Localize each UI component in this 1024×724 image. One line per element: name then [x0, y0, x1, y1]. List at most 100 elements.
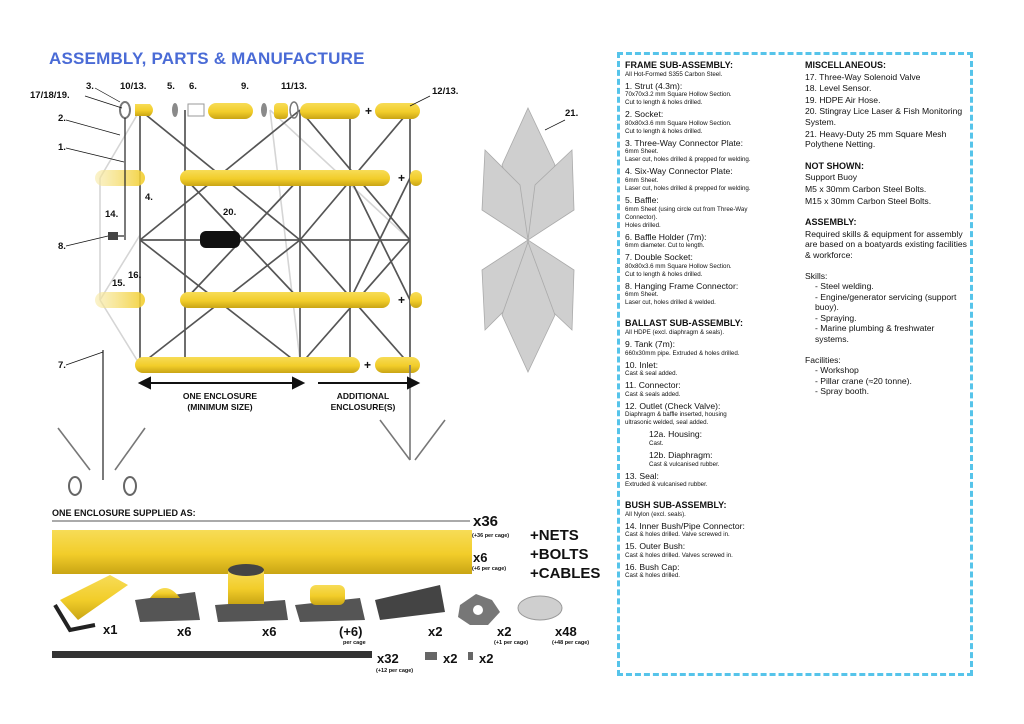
- extra-nets: +NETS: [530, 527, 579, 544]
- part-name: 12. Outlet (Check Valve):: [625, 400, 721, 411]
- part-detail: Diaphragm & baffle inserted, housing ult…: [625, 411, 727, 427]
- supplied-title: ONE ENCLOSURE SUPPLIED AS:: [52, 508, 196, 518]
- part-detail: 660x30mm pipe. Extruded & holes drilled.: [625, 349, 740, 357]
- qty-x36: x36: [473, 513, 499, 530]
- not-shown-heading: NOT SHOWN:: [805, 160, 864, 171]
- part-item: 10. Inlet:Cast & seal added.: [625, 360, 800, 379]
- part-name: 5. Baffle:: [625, 194, 659, 205]
- part-item: 6. Baffle Holder (7m):6mm diameter. Cut …: [625, 232, 800, 251]
- part-detail: Cast & holes drilled. Valve screwed in.: [625, 531, 730, 539]
- facilities-list: WorkshopPillar crane (≈20 tonne).Spray b…: [805, 365, 968, 397]
- part-detail: Cast & holes drilled. Valves screwed in.: [625, 551, 733, 559]
- callout-3: 3.: [86, 81, 94, 92]
- skill-item: Spraying.: [815, 313, 968, 324]
- skills-list: Steel welding.Engine/generator servicing…: [805, 281, 968, 345]
- qty-plus6-sub: per cage: [343, 640, 366, 646]
- part-item: 3. Three-Way Connector Plate:6mm Sheet. …: [625, 138, 800, 165]
- part-item: 16. Bush Cap:Cast & holes drilled.: [625, 562, 800, 581]
- qty-x48: x48: [555, 624, 577, 639]
- misc-line: 18. Level Sensor.: [805, 83, 872, 94]
- not-shown-line: M5 x 30mm Carbon Steel Bolts.: [805, 183, 927, 194]
- part-name: 1. Strut (4.3m):: [625, 80, 683, 91]
- callout-7: 7.: [58, 360, 66, 371]
- qty-x2-gear-sub: (+1 per cage): [494, 640, 529, 646]
- part-item: 12b. Diaphragm:Cast & vulcanised rubber.: [625, 450, 800, 469]
- supplied-components: [53, 564, 563, 633]
- parts-panel: [617, 52, 973, 676]
- part-detail: 6mm Sheet. Laser cut, holes drilled & we…: [625, 291, 716, 307]
- part-name: 15. Outer Bush:: [625, 541, 686, 552]
- part-name: 2. Socket:: [625, 109, 664, 120]
- leader-lines: [65, 87, 566, 366]
- misc-line: 20. Stingray Lice Laser & Fish Monitorin…: [805, 106, 963, 127]
- part-name: 12a. Housing:: [649, 429, 703, 440]
- callout-9: 9.: [241, 81, 249, 92]
- part-name: 6. Baffle Holder (7m):: [625, 231, 707, 242]
- misc-line: 19. HDPE Air Hose.: [805, 94, 881, 105]
- bottom-struts: [57, 365, 446, 471]
- part-name: 16. Bush Cap:: [625, 561, 680, 572]
- qty-x36-sub: (+36 per cage): [472, 533, 510, 539]
- not-shown-line: Support Buoy: [805, 172, 858, 183]
- misc-line: 21. Heavy-Duty 25 mm Square Mesh Polythe…: [805, 128, 947, 150]
- callout-4: 4.: [145, 192, 153, 203]
- callout-15: 15.: [112, 278, 126, 289]
- part-item: 2. Socket:80x80x3.6 mm Square Hollow Sec…: [625, 109, 800, 136]
- skill-item: Engine/generator servicing (support buoy…: [815, 292, 968, 313]
- part-detail: Extruded & vulcanised rubber.: [625, 481, 708, 489]
- facility-item: Spray booth.: [815, 386, 968, 397]
- extra-bolts: +BOLTS: [530, 546, 589, 563]
- caption-additional-enclosures: ADDITIONAL ENCLOSURE(S): [330, 391, 396, 412]
- skill-item: Steel welding.: [815, 281, 968, 292]
- assembly-heading: ASSEMBLY:: [805, 217, 857, 228]
- callout-8: 8.: [58, 241, 66, 252]
- bush-heading: BUSH SUB-ASSEMBLY:: [625, 500, 727, 511]
- part-detail: Cast.: [649, 439, 664, 447]
- part-name: 7. Double Socket:: [625, 252, 693, 263]
- part-item: 1. Strut (4.3m):70x70x3.2 mm Square Holl…: [625, 81, 800, 108]
- callout-1: 1.: [58, 142, 66, 153]
- part-name: 11. Connector:: [625, 380, 681, 391]
- qty-x32-sub: (+12 per cage): [376, 668, 414, 674]
- assembly-intro: Required skills & equipment for assembly…: [805, 228, 967, 260]
- page-title: ASSEMBLY, PARTS & MANUFACTURE: [49, 49, 365, 68]
- part-name: 9. Tank (7m):: [625, 338, 675, 349]
- part-item: 4. Six-Way Connector Plate:6mm Sheet. La…: [625, 166, 800, 193]
- part-name: 4. Six-Way Connector Plate:: [625, 166, 733, 177]
- dimension-arrows: [137, 376, 421, 390]
- supplied-tank: [52, 530, 472, 574]
- part-name: 12b. Diaphragm:: [649, 449, 713, 460]
- part-name: 14. Inner Bush/Pipe Connector:: [625, 520, 745, 531]
- qty-x48-sub: (+48 per cage): [552, 640, 590, 646]
- skill-item: Marine plumbing & freshwater systems.: [815, 323, 968, 344]
- part-detail: 6mm Sheet. Laser cut, holes drilled & pr…: [625, 176, 751, 192]
- callout-20: 20.: [223, 207, 237, 218]
- part-item: 12a. Housing:Cast.: [625, 429, 800, 448]
- parts-column-right: MISCELLANEOUS:17. Three-Way Solenoid Val…: [805, 60, 968, 397]
- callout-14: 14.: [105, 209, 119, 220]
- qty-x1: x1: [103, 622, 118, 637]
- facility-item: Workshop: [815, 365, 968, 376]
- part-item: 8. Hanging Frame Connector:6mm Sheet. La…: [625, 281, 800, 308]
- part-item: 7. Double Socket:80x80x3.6 mm Square Hol…: [625, 252, 800, 279]
- part-name: 8. Hanging Frame Connector:: [625, 280, 739, 291]
- extra-cables: +CABLES: [530, 565, 601, 582]
- part-detail: Cast & vulcanised rubber.: [649, 460, 720, 468]
- part-item: 11. Connector:Cast & seals added.: [625, 380, 800, 399]
- qty-x32: x32: [377, 651, 399, 666]
- part-detail: Cast & seal added.: [625, 370, 678, 378]
- part-detail: 80x80x3.6 mm Square Hollow Section. Cut …: [625, 119, 732, 135]
- ghost-frame: [99, 109, 411, 366]
- facility-item: Pillar crane (≈20 tonne).: [815, 376, 968, 387]
- part-item: 13. Seal:Extruded & vulcanised rubber.: [625, 471, 800, 490]
- part-detail: 6mm Sheet. Laser cut, holes drilled & pr…: [625, 148, 751, 164]
- caption-one-enclosure: ONE ENCLOSURE (MINIMUM SIZE): [182, 391, 258, 412]
- part-name: 10. Inlet:: [625, 359, 658, 370]
- part-detail: 6mm Sheet (using circle cut from Three-W…: [625, 205, 748, 229]
- part-detail: Cast & holes drilled.: [625, 572, 681, 580]
- qty-x6-tank: x6: [473, 550, 488, 565]
- qty-x2-gear: x2: [497, 624, 512, 639]
- parts-column-left: FRAME SUB-ASSEMBLY:All Hot-Formed S355 C…: [625, 60, 800, 580]
- ballast-note: All HDPE (excl. diaphragm & seals).: [625, 328, 725, 336]
- part-item: 15. Outer Bush:Cast & holes drilled. Val…: [625, 541, 800, 560]
